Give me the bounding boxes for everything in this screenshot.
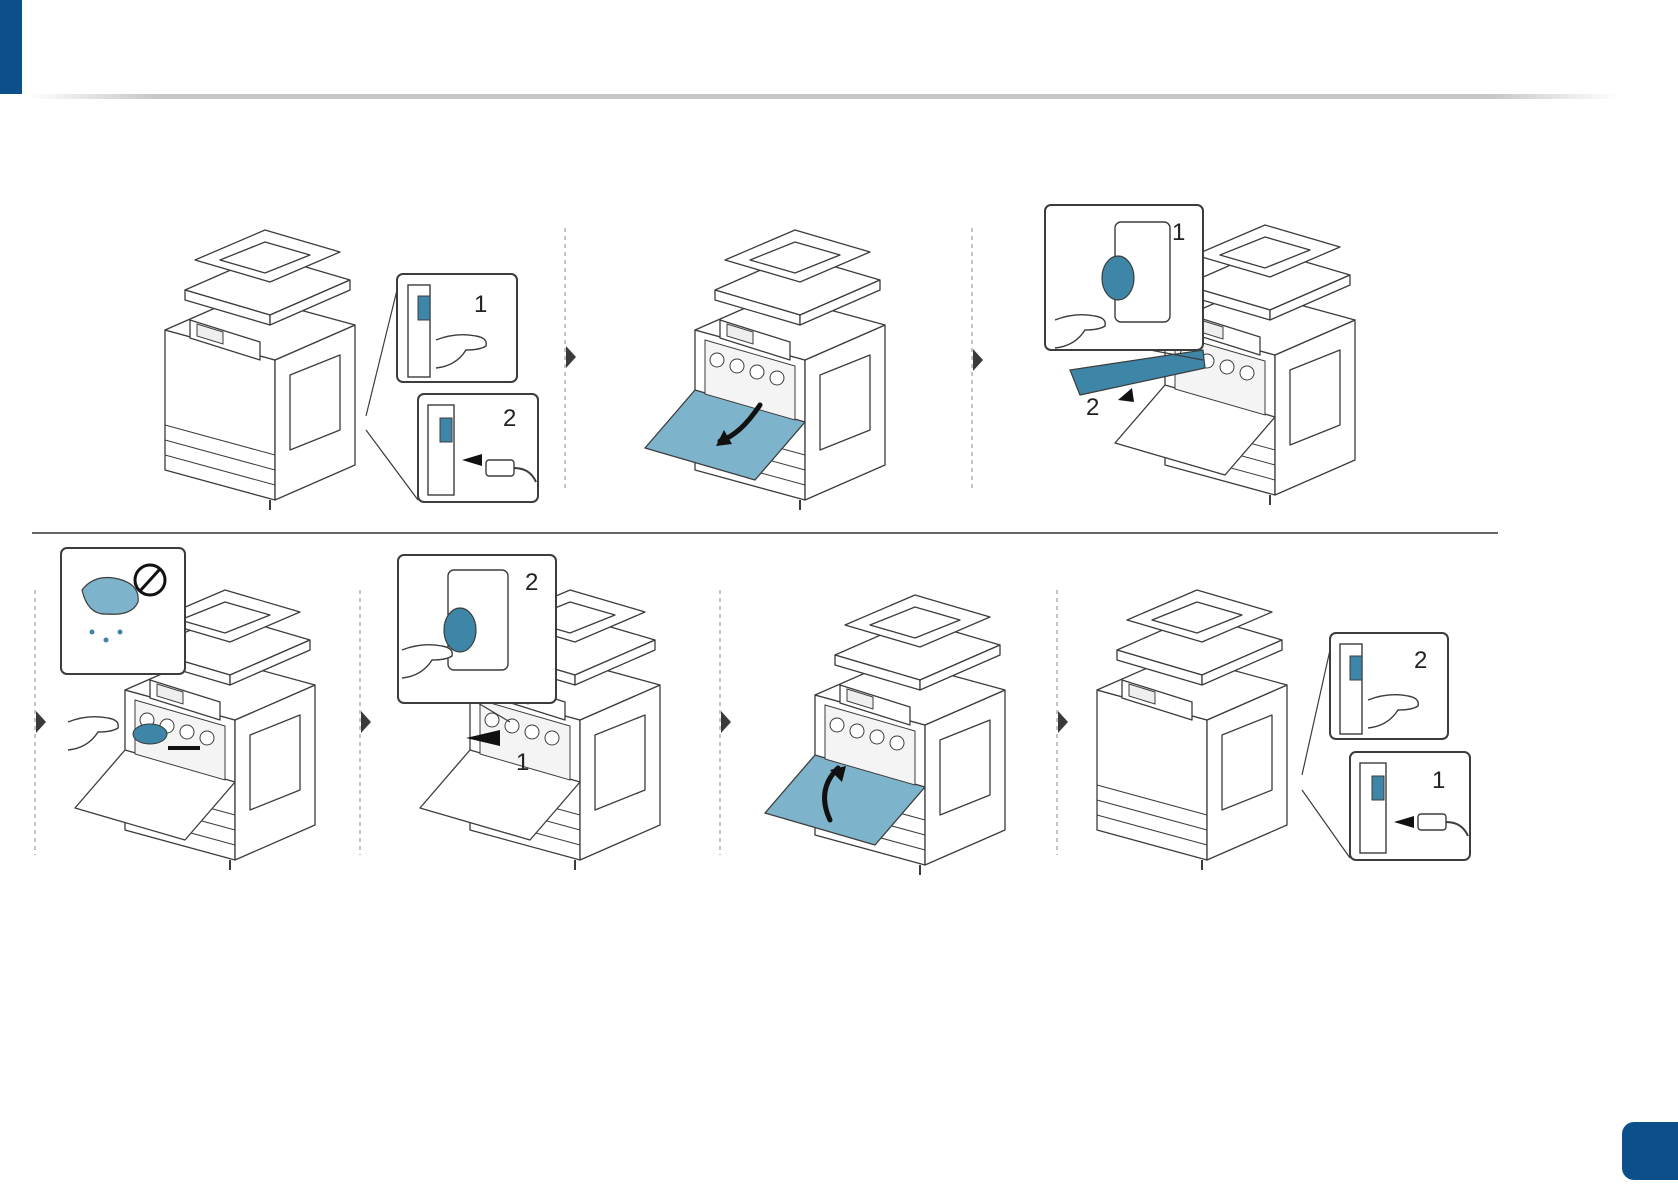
inset-pointer [1302,790,1350,858]
step-callout-number: 2 [503,405,516,432]
page-badge [1622,1122,1678,1180]
step-close-front-door [765,595,1005,875]
toner-cartridge [525,725,539,739]
toner-cartridge [505,719,519,733]
step-callout-number: 2 [1414,647,1427,674]
inset-power-socket: 1 [1350,752,1470,860]
toner-cartridge [730,359,744,373]
motion-arrowhead [1118,388,1134,402]
power-switch [1350,656,1362,680]
water-drop-icon [118,630,123,635]
step-plug-power [1097,590,1350,870]
toner-cartridge [200,731,214,745]
power-switch [418,296,430,320]
inset-power-switch: 2 [1330,633,1448,739]
toner-cartridge [750,365,764,379]
lock-lever [444,608,476,652]
water-drop-icon [90,630,95,635]
power-plug-icon [486,460,514,476]
release-lever [1102,256,1134,300]
inset-power-switch: 1 [397,274,517,382]
toner-cartridge [545,731,559,745]
toner-cartridge [830,718,844,732]
toner-cartridge [890,736,904,750]
inset-pointer [1302,650,1330,775]
power-switch [440,418,452,442]
inset-pointer [366,430,418,500]
arrow-right-icon [973,349,983,371]
inset-power-socket: 2 [418,394,538,502]
toner-cartridge [870,730,884,744]
cloth-icon [133,724,167,744]
step-unplug-power [165,230,418,510]
step-callout-number: 1 [516,749,529,776]
water-drop-icon [104,638,109,643]
step-callout-number: 2 [525,569,538,596]
toner-cartridge [485,713,499,727]
arrow-right-icon [36,711,46,733]
arrow-right-icon [566,346,576,368]
toner-cartridge [1240,366,1254,380]
cloth-icon [82,578,138,615]
toner-cartridge [1220,360,1234,374]
step-callout-number: 1 [1172,219,1185,246]
hand-icon [68,717,118,750]
arrow-right-icon [361,711,371,733]
step-callout-number: 2 [1086,394,1099,421]
toner-cartridge [180,725,194,739]
step-callout-number: 1 [1432,767,1445,794]
step-callout-number: 1 [474,291,487,318]
power-plug-icon [1418,814,1446,830]
inset-pointer [366,290,397,416]
inset-lock-lever: 2 [398,555,556,703]
power-switch [1372,776,1384,800]
inset-no-water [61,548,185,674]
toner-cartridge [770,371,784,385]
arrow-right-icon [1058,711,1068,733]
step-open-front-door [645,230,885,510]
arrow-right-icon [721,711,731,733]
toner-cartridge [710,353,724,367]
toner-cartridge [850,724,864,738]
inset-release-lever: 1 [1045,205,1203,350]
